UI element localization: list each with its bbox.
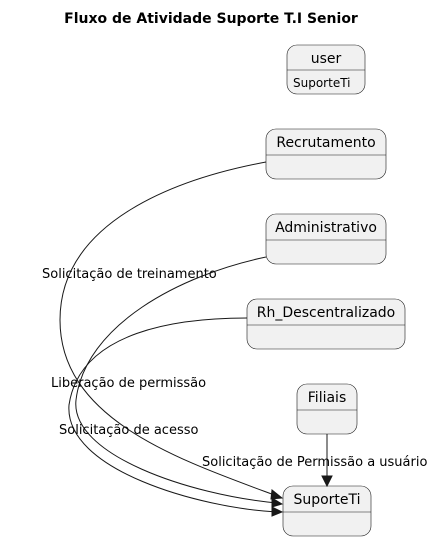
state-administrativo-name: Administrativo bbox=[275, 220, 377, 236]
state-rh-descentralizado-name: Rh_Descentralizado bbox=[257, 305, 395, 321]
state-rh-descentralizado: Rh_Descentralizado bbox=[246, 298, 406, 350]
state-user-description: SuporteTi bbox=[293, 76, 351, 90]
state-suporteti: SuporteTi bbox=[282, 485, 372, 537]
arrowhead bbox=[271, 497, 284, 508]
transition-label-acesso: Solicitação de acesso bbox=[59, 423, 198, 438]
state-filiais-name: Filiais bbox=[308, 390, 346, 406]
transition-label-treinamento: Solicitação de treinamento bbox=[42, 267, 217, 282]
arrowhead bbox=[270, 489, 284, 500]
transition-rh-to-suporteti: Solicitação de acesso bbox=[59, 317, 284, 517]
transition-recrutamento-to-suporteti: Solicitação de treinamento bbox=[42, 161, 284, 500]
arrowhead bbox=[271, 506, 284, 517]
transition-filiais-to-suporteti: Solicitação de Permissão a usuário bbox=[202, 434, 427, 488]
state-suporteti-name: SuporteTi bbox=[293, 492, 360, 508]
transition-administrativo-to-suporteti: Liberação de permissão bbox=[51, 256, 284, 508]
state-administrativo: Administrativo bbox=[265, 213, 387, 265]
transition-label-filiais: Solicitação de Permissão a usuário bbox=[202, 455, 427, 470]
transition-label-permissao: Liberação de permissão bbox=[51, 376, 206, 391]
arrowhead bbox=[321, 475, 333, 488]
state-recrutamento: Recrutamento bbox=[265, 128, 387, 180]
state-user-name: user bbox=[311, 51, 342, 67]
diagram-title: Fluxo de Atividade Suporte T.I Senior bbox=[64, 11, 358, 27]
state-recrutamento-name: Recrutamento bbox=[276, 135, 375, 151]
state-filiais: Filiais bbox=[296, 383, 358, 435]
state-user: user SuporteTi bbox=[286, 44, 366, 95]
